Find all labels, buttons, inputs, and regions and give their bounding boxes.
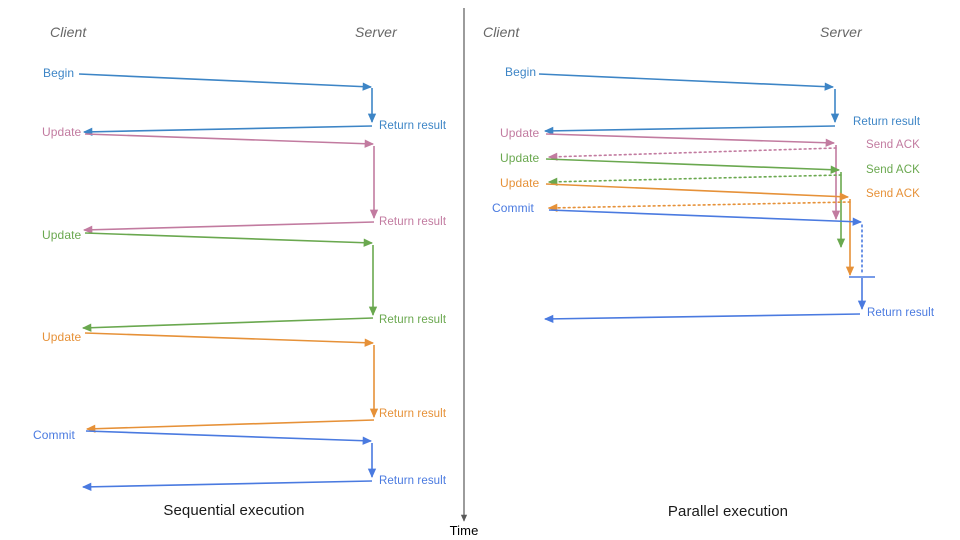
par-update1-ack <box>547 147 837 161</box>
par-commit-label: Commit <box>492 201 534 215</box>
seq-begin-label: Begin <box>43 66 75 80</box>
par-commit-response <box>543 313 861 324</box>
seq-update3-label: Update <box>42 330 82 344</box>
par-update1-request <box>545 133 836 147</box>
seq-return2-label: Return result <box>379 216 447 228</box>
par-update2-ack <box>547 174 842 186</box>
seq-update2-label: Update <box>42 228 82 242</box>
seq-update3-request <box>84 332 375 347</box>
par-client-title: Client <box>483 24 520 40</box>
seq-return4-label: Return result <box>379 408 447 420</box>
seq-update1-response <box>82 221 375 234</box>
seq-update2-response <box>81 317 374 332</box>
par-server-title: Server <box>820 24 862 40</box>
seq-caption: Sequential execution <box>163 502 305 519</box>
par-update2-request <box>545 158 841 174</box>
seq-commit-request <box>85 430 373 445</box>
seq-return1-label: Return result <box>379 120 447 132</box>
seq-update2-request <box>84 232 374 247</box>
par-update3-ack <box>547 201 851 212</box>
par-return-bottom-label: Return result <box>867 307 935 319</box>
par-ack2-label: Send ACK <box>866 164 920 176</box>
seq-return3-label: Return result <box>379 314 447 326</box>
par-begin-response <box>543 125 836 136</box>
par-caption: Parallel execution <box>667 503 789 520</box>
seq-update1-label: Update <box>42 125 82 139</box>
seq-client-title: Client <box>50 24 87 40</box>
seq-commit-label: Commit <box>33 428 75 442</box>
par-update3-request <box>545 183 850 201</box>
par-return-top-label: Return result <box>853 116 921 128</box>
time-axis-label: Time <box>449 523 479 538</box>
seq-update3-response <box>85 419 375 433</box>
par-update3-label: Update <box>500 176 540 190</box>
par-update2-label: Update <box>500 151 540 165</box>
par-ack3-label: Send ACK <box>866 188 920 200</box>
seq-server-title: Server <box>355 24 397 40</box>
par-commit-request <box>548 209 863 226</box>
par-ack1-label: Send ACK <box>866 139 920 151</box>
seq-update1-request <box>84 133 375 148</box>
par-update1-label: Update <box>500 126 540 140</box>
par-begin-label: Begin <box>505 65 537 79</box>
seq-return5-label: Return result <box>379 475 447 487</box>
seq-begin-response <box>82 125 373 136</box>
seq-commit-response <box>81 480 373 491</box>
par-begin-request <box>538 73 835 91</box>
seq-begin-request <box>78 73 373 91</box>
